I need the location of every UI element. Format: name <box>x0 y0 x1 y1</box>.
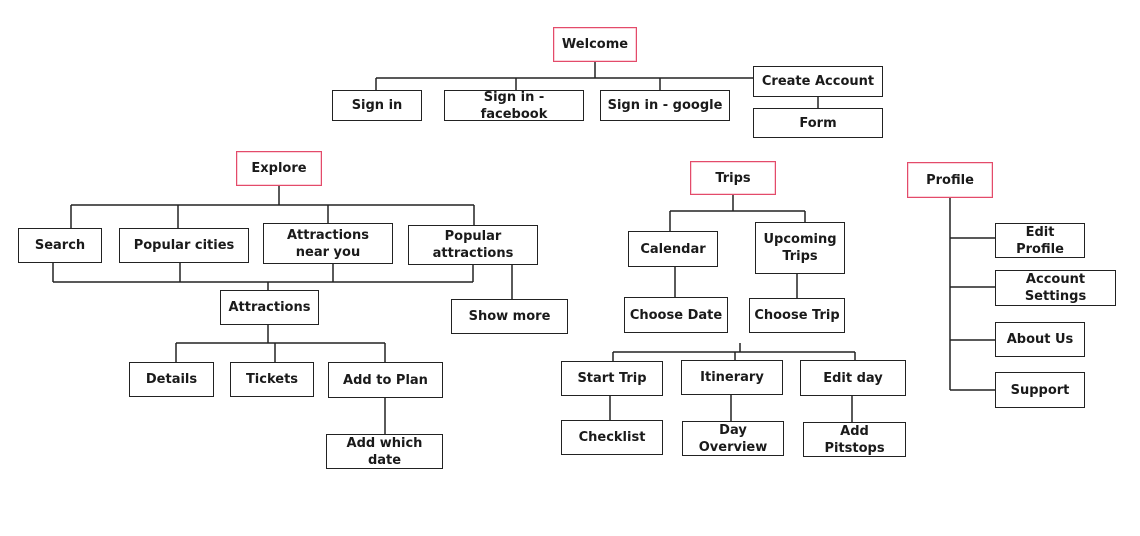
welcome-node: Welcome <box>553 27 637 62</box>
add-to-plan-node: Add to Plan <box>328 362 443 398</box>
sign-in-google-node: Sign in - google <box>600 90 730 121</box>
calendar-node: Calendar <box>628 231 718 267</box>
popular-cities-node: Popular cities <box>119 228 249 263</box>
details-node: Details <box>129 362 214 397</box>
sign-in-node: Sign in <box>332 90 422 121</box>
about-us-node: About Us <box>995 322 1085 357</box>
search-node: Search <box>18 228 102 263</box>
account-settings-node: Account Settings <box>995 270 1116 306</box>
choose-date-node: Choose Date <box>624 297 728 333</box>
show-more-node: Show more <box>451 299 568 334</box>
start-trip-node: Start Trip <box>561 361 663 396</box>
attractions-near-you-node: Attractions near you <box>263 223 393 264</box>
create-account-node: Create Account <box>753 66 883 97</box>
upcoming-trips-node: Upcoming Trips <box>755 222 845 274</box>
support-node: Support <box>995 372 1085 408</box>
add-pitstops-node: Add Pitstops <box>803 422 906 457</box>
popular-attractions-node: Popular attractions <box>408 225 538 265</box>
sign-in-facebook-node: Sign in - facebook <box>444 90 584 122</box>
edit-day-node: Edit day <box>800 360 906 396</box>
choose-trip-node: Choose Trip <box>749 298 845 333</box>
day-overview-node: Day Overview <box>682 421 784 456</box>
profile-node: Profile <box>907 162 993 198</box>
itinerary-node: Itinerary <box>681 360 783 395</box>
form-node: Form <box>753 108 883 138</box>
add-which-date-node: Add which date <box>326 434 443 469</box>
trips-node: Trips <box>690 161 776 195</box>
attractions-node: Attractions <box>220 290 319 325</box>
checklist-node: Checklist <box>561 420 663 455</box>
edit-profile-node: Edit Profile <box>995 223 1085 258</box>
tickets-node: Tickets <box>230 362 314 397</box>
explore-node: Explore <box>236 151 322 186</box>
